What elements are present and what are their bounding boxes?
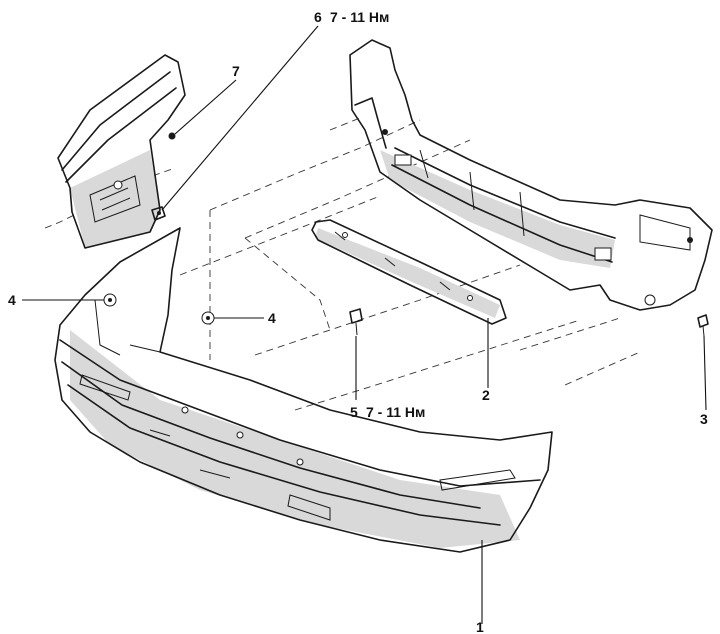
callout-part-2: 2 <box>482 387 490 403</box>
bolt-6 <box>151 206 166 221</box>
bumper-reinforcement-bar <box>311 219 507 325</box>
left-mounting-bracket <box>57 54 186 249</box>
torque-spec-6: 7 - 11 Нм <box>330 9 389 25</box>
assembly-guide-lines <box>44 117 641 411</box>
bolt-5 <box>349 308 363 336</box>
callout-part-6: 6 <box>314 9 322 25</box>
callout-part-1: 1 <box>476 619 484 634</box>
rear-body-cross-member <box>349 39 713 311</box>
callout-part-4-center: 4 <box>268 310 276 326</box>
callout-leader-lines <box>22 25 707 624</box>
bolt-3 <box>697 314 709 337</box>
callout-part-4-left: 4 <box>8 292 16 308</box>
clip-7 <box>168 132 176 140</box>
callout-part-7: 7 <box>232 63 240 79</box>
torque-spec-5: 7 - 11 Нм <box>366 404 425 420</box>
rear-bumper-cover <box>54 227 553 553</box>
callout-part-5: 5 <box>350 404 358 420</box>
callout-part-3: 3 <box>700 411 708 427</box>
nut-4-center <box>201 311 215 325</box>
nut-4-left <box>103 293 117 307</box>
